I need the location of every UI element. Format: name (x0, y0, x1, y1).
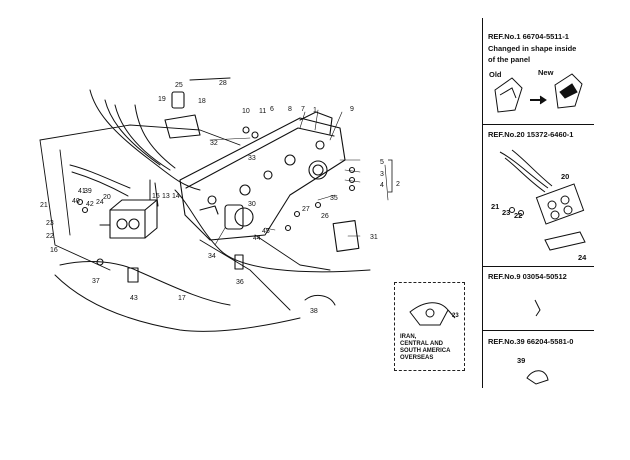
callout-8: 8 (288, 106, 292, 113)
callout-32: 32 (210, 140, 218, 147)
callout-31: 31 (370, 234, 378, 241)
callout-9: 9 (350, 106, 354, 113)
callout-38: 38 (310, 308, 318, 315)
callout-18: 18 (198, 98, 206, 105)
callout-26: 26 (321, 213, 329, 220)
ref-39-title: REF.No.39 66204-5581-0 (488, 337, 574, 346)
callout-41: 41 (78, 188, 86, 195)
reference-panel (482, 18, 483, 388)
callout-28: 28 (219, 80, 227, 87)
callout-21: 21 (40, 202, 48, 209)
callout-6: 6 (270, 106, 274, 113)
callout-23: 23 (46, 220, 54, 227)
instrument-panel (179, 111, 346, 241)
callout-19: 19 (158, 96, 166, 103)
callout-labels: 1 2 3 4 5 6 7 8 9 10 11 13 14 15 16 17 1… (40, 80, 400, 315)
ref-separator-2 (482, 266, 594, 267)
callout-42: 42 (86, 201, 94, 208)
callout-37: 37 (92, 278, 100, 285)
inset-callout-23: 23 (452, 313, 459, 319)
callout-30: 30 (248, 201, 256, 208)
ref-1-old-label: Old (489, 70, 502, 79)
ref-20-callout-21: 21 (491, 202, 500, 211)
callout-14: 14 (172, 193, 180, 200)
callout-2: 2 (396, 181, 400, 188)
callout-45: 45 (262, 228, 270, 235)
callout-33: 33 (248, 155, 256, 162)
callout-39: 39 (84, 188, 92, 195)
ref-1-note-line-2: of the panel (488, 55, 531, 64)
callout-4: 4 (380, 182, 384, 189)
callout-17: 17 (178, 295, 186, 302)
callout-34: 34 (208, 253, 216, 260)
hood-outline (39, 124, 331, 311)
callout-35: 35 (330, 195, 338, 202)
callout-25: 25 (175, 82, 183, 89)
callout-40: 40 (72, 198, 80, 205)
callout-3: 3 (380, 171, 384, 178)
callout-36: 36 (236, 279, 244, 286)
ref-20-callout-24: 24 (578, 253, 587, 262)
callout-5: 5 (380, 159, 384, 166)
callout-43: 43 (130, 295, 138, 302)
inset-label-line-4: OVERSEAS (400, 355, 434, 361)
ref-20-callout-20: 20 (561, 172, 570, 181)
ref-drawings (409, 73, 586, 385)
group-bracket (388, 159, 393, 193)
callout-20: 20 (103, 194, 111, 201)
wire-harness (54, 89, 371, 332)
ref-9-title: REF.No.9 03054-50512 (488, 272, 567, 281)
regional-inset-box: 23 IRAN, CENTRAL AND SOUTH AMERICA OVERS… (394, 282, 465, 371)
callout-16: 16 (50, 247, 58, 254)
ref-separator-3 (482, 330, 594, 331)
callout-13: 13 (162, 193, 170, 200)
callout-44: 44 (253, 235, 261, 242)
callout-11: 11 (259, 108, 266, 115)
small-parts (76, 77, 360, 283)
ref-1-note-line-1: Changed in shape inside (488, 44, 577, 53)
callout-10: 10 (242, 108, 250, 115)
regulator-block (99, 199, 158, 239)
callout-1: 1 (313, 107, 317, 114)
inset-label-line-1: IRAN, (400, 334, 417, 340)
ref-20-title: REF.No.20 15372-6460-1 (488, 130, 574, 139)
callout-27: 27 (302, 206, 310, 213)
ref-20-callout-23: 23 (502, 208, 511, 217)
ref-1-title: REF.No.1 66704-5511-1 (488, 32, 569, 41)
callout-15: 15 (152, 193, 160, 200)
callout-7: 7 (301, 106, 305, 113)
ref-1-new-label: New (538, 68, 554, 77)
callout-22: 22 (46, 233, 54, 240)
inset-label-line-3: SOUTH AMERICA (400, 348, 451, 354)
ref-20-callout-22: 22 (514, 211, 523, 220)
ref-separator-1 (482, 124, 594, 125)
leader-lines (209, 109, 389, 246)
inset-label-line-2: CENTRAL AND (400, 341, 443, 347)
callout-24: 24 (96, 199, 104, 206)
ref-39-callout: 39 (517, 356, 526, 365)
